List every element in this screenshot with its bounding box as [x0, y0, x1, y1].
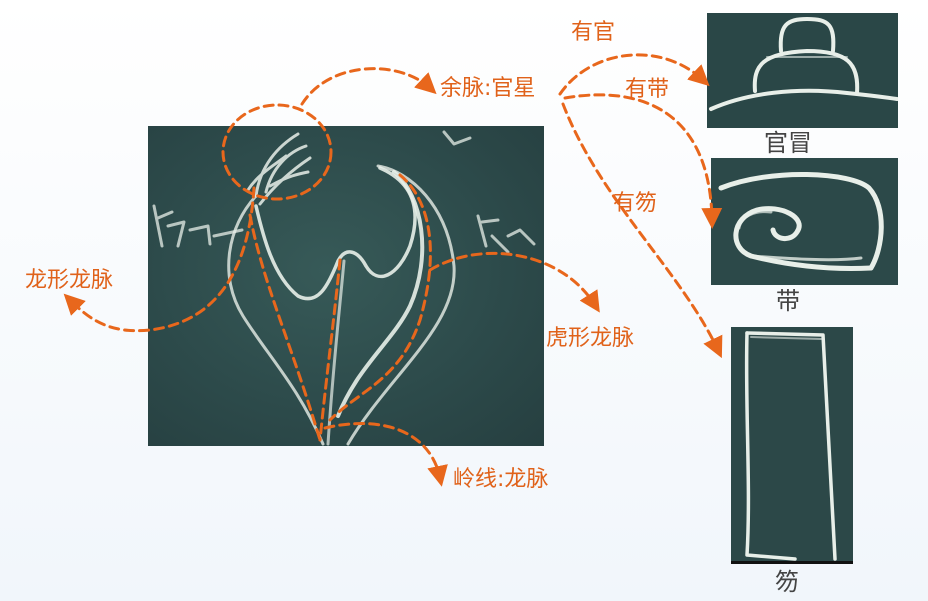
- caption-dai: 带: [776, 287, 800, 315]
- label-lingxian: 岭线:龙脉: [453, 467, 549, 492]
- caption-hu: 笏: [775, 568, 799, 596]
- label-you-dai: 有带: [625, 77, 670, 102]
- tablet-baseline: [731, 561, 853, 564]
- hat-chalk-drawing: [709, 17, 898, 111]
- highlight-circle: [221, 103, 333, 201]
- caption-guanmao: 官冒: [764, 129, 812, 157]
- guanmao-hat-image: [707, 13, 898, 128]
- belt-chalk-drawing: [718, 171, 884, 271]
- tablet-chalk-drawing: [744, 331, 837, 561]
- dai-belt-image: [711, 158, 898, 285]
- arrow-to-huxing: [428, 252, 600, 313]
- arrow-to-yumai: [300, 67, 437, 106]
- arrow-to-longxing: [63, 186, 256, 333]
- label-longxing: 龙形龙脉: [25, 268, 114, 293]
- label-huxing: 虎形龙脉: [546, 326, 635, 351]
- label-you-hu: 有笏: [613, 191, 658, 216]
- main-chalkboard-image: [148, 126, 544, 446]
- arrow-to-guanmao: [558, 53, 710, 96]
- arrow-to-lingxian: [323, 422, 448, 487]
- label-you-guan: 有官: [571, 20, 616, 45]
- hu-tablet-image: [731, 327, 853, 564]
- arrow-to-hu: [561, 102, 723, 359]
- label-yumai: 余脉:官星: [440, 76, 536, 101]
- arrow-to-dai: [563, 93, 723, 229]
